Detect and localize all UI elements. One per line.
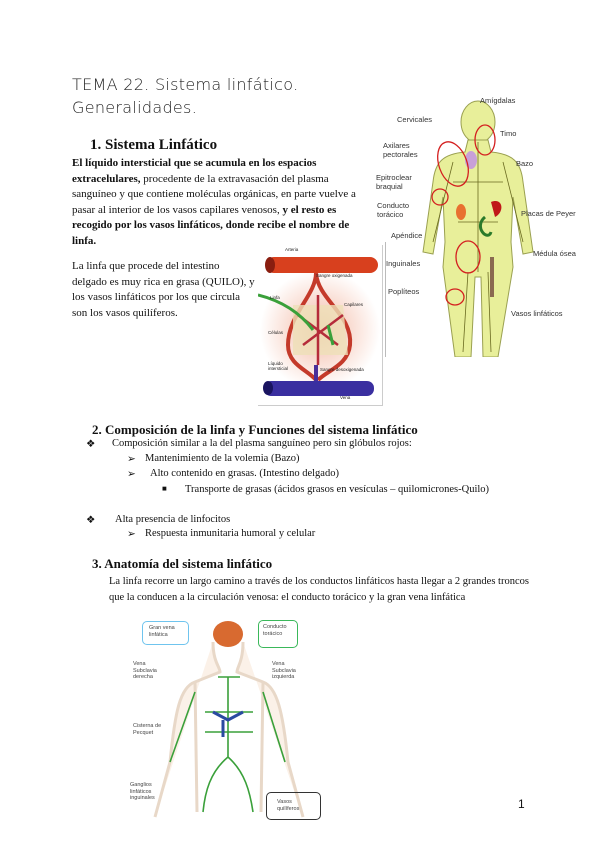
diamond-bullet-icon: ❖ — [86, 515, 96, 526]
section1-heading: 1. Sistema Linfático — [90, 137, 218, 153]
label-liquido-intersticial: Líquido intersticial — [268, 361, 289, 371]
label-vena: Vena — [340, 395, 351, 400]
page-title: TEMA 22. Sistema linfático. — [72, 75, 299, 94]
bold-text: El líquido intersticial que se acumula e… — [72, 157, 317, 185]
label-vena-subclavia-derecha: Vena Subclavia derecha — [133, 661, 157, 680]
label-apendice: Apéndice — [391, 231, 423, 240]
label-cisterna-de-pecquet: Cisterna de Pecquet — [133, 723, 162, 736]
section3-paragraph: La linfa recorre un largo camino a travé… — [109, 576, 529, 603]
section3-heading: 3. Anatomía del sistema linfático — [92, 556, 273, 571]
bullet-text: Alto contenido en grasas. (Intestino del… — [150, 468, 339, 479]
label-placas-de-peyer: Placas de Peyer — [521, 209, 576, 218]
section2-heading: 2. Composición de la linfa y Funciones d… — [92, 422, 418, 437]
diamond-bullet-icon: ❖ — [86, 439, 96, 450]
page-number: 1 — [518, 797, 525, 811]
label-conducto-toracico: Conducto torácico — [377, 201, 410, 219]
lymphatic-body-figure: Amígdalas Cervicales Timo Axilares pecto… — [373, 92, 600, 358]
label-cervicales: Cervicales — [397, 115, 433, 124]
label-capilares: Capilares — [344, 302, 364, 307]
square-bullet-icon: ■ — [162, 484, 167, 493]
label-ganglios-linfaticos-inguinales: Ganglios linfáticos inguinales — [130, 782, 155, 801]
bullet-text: Composición similar a la del plasma sang… — [112, 438, 412, 449]
label-vasos-quiliferos: Vasos quilíferos — [266, 792, 321, 820]
arrow-bullet-icon: ➢ — [127, 454, 136, 465]
label-celulas: Células — [268, 330, 284, 335]
label-inguinales: Inguinales — [386, 259, 421, 268]
anatomy-illustration — [153, 621, 305, 818]
label-axilares-pectorales: Axilares pectorales — [383, 141, 418, 159]
page-subtitle: Generalidades. — [72, 98, 198, 117]
bullet-text: Mantenimiento de la volemia (Bazo) — [145, 453, 300, 464]
label-medula-osea: Médula ósea — [533, 249, 576, 258]
label-popliteos: Poplíteos — [388, 287, 420, 296]
anatomy-figure: Gran vena linfática Conducto torácico Ve… — [125, 612, 335, 832]
label-arteria: Arteria — [285, 247, 299, 252]
label-amigdalas: Amígdalas — [480, 96, 516, 105]
label-sangre-oxigenada: Sangre oxigenada — [316, 273, 353, 278]
label-linfa: Linfa — [270, 295, 280, 300]
section1-paragraph2: La linfa que procede del intestino delga… — [72, 260, 255, 319]
label-bazo: Bazo — [516, 159, 534, 168]
body-illustration — [422, 100, 534, 358]
label-conducto-toracico: Conducto torácico — [258, 620, 298, 648]
label-vena-subclavia-izquierda: Vena Subclavia izquierda — [272, 661, 296, 680]
label-epitroclear-braquial: Epitroclear braquial — [376, 173, 412, 191]
normal-text: procedente de la extravasación del plasm… — [72, 172, 356, 216]
label-vasos-linfaticos: Vasos linfáticos — [511, 309, 563, 318]
capillary-figure: Arteria Sangre oxigenada Linfa Capilares… — [257, 245, 383, 406]
bullet-text: Respuesta inmunitaria humoral y celular — [145, 528, 316, 539]
bullet-text: Transporte de grasas (ácidos grasos en v… — [185, 484, 490, 495]
divider — [385, 242, 386, 357]
section1-paragraph1: El líquido intersticial que se acumula e… — [72, 156, 364, 249]
label-sangre-desoxigenada: Sangre desoxigenada — [320, 367, 364, 372]
capillary-illustration — [257, 257, 380, 396]
label-gran-vena-linfatica: Gran vena linfática — [142, 621, 189, 645]
arrow-bullet-icon: ➢ — [127, 469, 136, 480]
bullet-text: Alta presencia de linfocitos — [115, 514, 231, 525]
bold-text: y el resto es recogido por los vasos lin… — [72, 203, 350, 247]
label-timo: Timo — [500, 129, 517, 138]
arrow-bullet-icon: ➢ — [127, 529, 136, 540]
